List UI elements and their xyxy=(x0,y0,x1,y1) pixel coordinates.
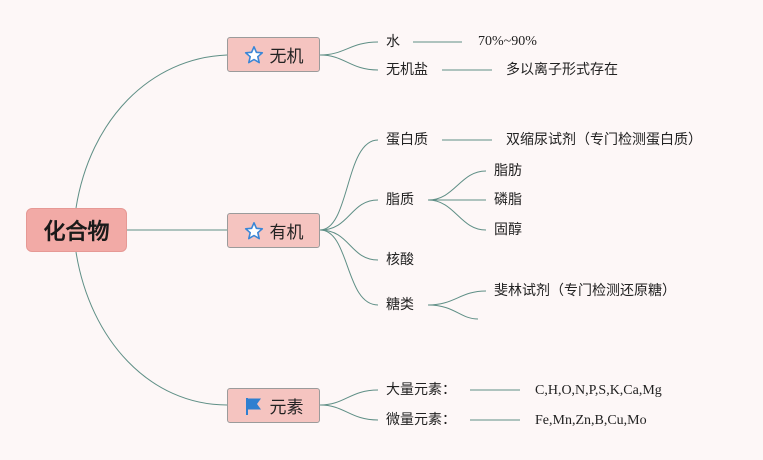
connector-sugar-blank xyxy=(427,304,479,320)
connector-inorganic-water xyxy=(319,41,379,56)
topic-elements-label: 元素 xyxy=(269,398,304,418)
topic-inorganic-label: 无机 xyxy=(269,47,304,67)
water-percentage[interactable]: 70%~90% xyxy=(478,34,537,49)
connector-inorganic-salt xyxy=(319,54,379,71)
star-outline-icon xyxy=(244,221,264,241)
root-topic-label: 化合物 xyxy=(43,220,110,245)
connector-lipid-sterol xyxy=(427,199,487,231)
connector-organic-protein xyxy=(319,139,379,231)
subtopic-inorganic-salt[interactable]: 无机盐 xyxy=(386,62,428,78)
lipid-fat[interactable]: 脂肪 xyxy=(494,163,522,179)
topic-organic-label: 有机 xyxy=(269,223,304,243)
subtopic-protein[interactable]: 蛋白质 xyxy=(386,132,428,148)
subtopic-macro-elements[interactable]: 大量元素： xyxy=(386,382,456,398)
connector-organic-sugar xyxy=(319,229,379,306)
connector-root-inorganic xyxy=(75,54,228,209)
topic-inorganic[interactable]: 无机 xyxy=(227,37,320,72)
subtopic-lipid[interactable]: 脂质 xyxy=(386,192,414,208)
connector-sugar-fehling xyxy=(427,290,487,306)
subtopic-nucleic-acid[interactable]: 核酸 xyxy=(386,252,414,268)
fehling-reagent-note[interactable]: 斐林试剂（专门检测还原糖） xyxy=(494,283,676,299)
salt-ion-form[interactable]: 多以离子形式存在 xyxy=(506,62,618,78)
flag-icon xyxy=(244,396,264,416)
lipid-phospholipid[interactable]: 磷脂 xyxy=(494,192,522,208)
macro-element-list[interactable]: C,H,O,N,P,S,K,Ca,Mg xyxy=(535,383,662,398)
connector-organic-lipid xyxy=(319,199,379,231)
connector-elements-trace xyxy=(319,404,379,421)
connector-organic-nucleic xyxy=(319,229,379,261)
topic-elements[interactable]: 元素 xyxy=(227,388,320,423)
star-outline-icon xyxy=(244,45,264,65)
connector-lipid-fat xyxy=(427,170,487,201)
subtopic-sugar[interactable]: 糖类 xyxy=(386,297,414,313)
topic-organic[interactable]: 有机 xyxy=(227,213,320,248)
lipid-sterol[interactable]: 固醇 xyxy=(494,222,522,238)
subtopic-water[interactable]: 水 xyxy=(386,34,400,50)
subtopic-trace-elements[interactable]: 微量元素： xyxy=(386,412,456,428)
connector-root-elements xyxy=(75,251,228,406)
connector-elements-macro xyxy=(319,389,379,406)
biuret-reagent-note[interactable]: 双缩尿试剂（专门检测蛋白质） xyxy=(506,132,702,148)
root-topic[interactable]: 化合物 xyxy=(26,208,127,252)
trace-element-list[interactable]: Fe,Mn,Zn,B,Cu,Mo xyxy=(535,413,647,428)
